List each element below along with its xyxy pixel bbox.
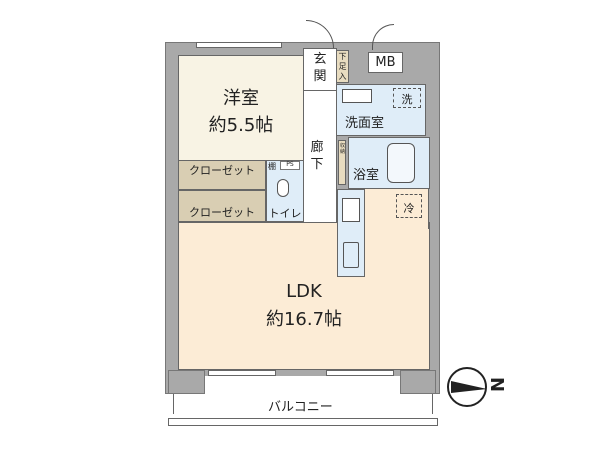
ldk: LDK 約16.7帖 [178,222,430,370]
wall-pillar-left [168,370,205,394]
storage-label: 収納 [339,143,345,155]
bathroom-label: 浴室 [353,168,380,183]
toilet-bowl-icon [277,179,289,197]
compass-icon [447,367,487,407]
meter-box-label: MB [375,55,396,70]
bottom-wall-gap [178,376,427,394]
meter-box: MB [368,52,403,73]
washroom: 洗 洗面室 [336,84,426,136]
hallway-label: 廊下 [310,140,324,172]
washer-space: 洗 [393,88,421,108]
entrance-label: 玄関 [313,52,327,84]
compass-needle-icon [451,381,487,393]
balcony-label: バルコニー [268,400,333,415]
balcony [173,394,433,414]
bathtub-icon [387,143,415,183]
western-room-name: 洋室 [223,88,259,109]
washroom-label: 洗面室 [345,116,385,131]
balcony-rail [168,418,438,426]
toilet-label: トイレ [268,207,302,220]
toilet: 棚 トイレ [266,160,304,222]
pipe-space: PS [280,161,300,170]
ldk-name: LDK [286,281,322,302]
compass-north-label: N [486,376,508,393]
pipe-space-label: PS [286,161,294,168]
shelf-label: 棚 [268,162,276,171]
entrance-door[interactable] [306,20,334,48]
shoe-cabinet: 下足入 [336,50,349,83]
closet-2: クローゼット [178,190,266,222]
storage: 収納 [338,140,346,185]
sink-icon [343,242,359,268]
stove-icon [342,198,360,222]
fridge-label: 冷 [403,202,415,215]
washer-label: 洗 [401,93,413,106]
hallway: 廊下 [303,90,337,226]
washbasin-icon [342,89,372,103]
western-room-size: 約5.5帖 [208,115,274,136]
closet-1-label: クローゼット [189,164,255,177]
bathroom: 浴室 [348,137,430,189]
shoe-cabinet-label: 下足入 [338,52,347,81]
ldk-size: 約16.7帖 [265,309,343,330]
window-right [326,370,394,376]
window-top [196,42,282,48]
western-room: 洋室 約5.5帖 [178,55,304,161]
fridge-space: 冷 [396,194,422,218]
meter-box-door[interactable] [372,24,394,50]
kitchen-counter [337,189,365,277]
closet-1: クローゼット [178,160,266,190]
entrance: 玄関 [303,48,337,91]
window-left [208,370,276,376]
wall-pillar-right [400,370,436,394]
closet-2-label: クローゼット [189,206,255,219]
